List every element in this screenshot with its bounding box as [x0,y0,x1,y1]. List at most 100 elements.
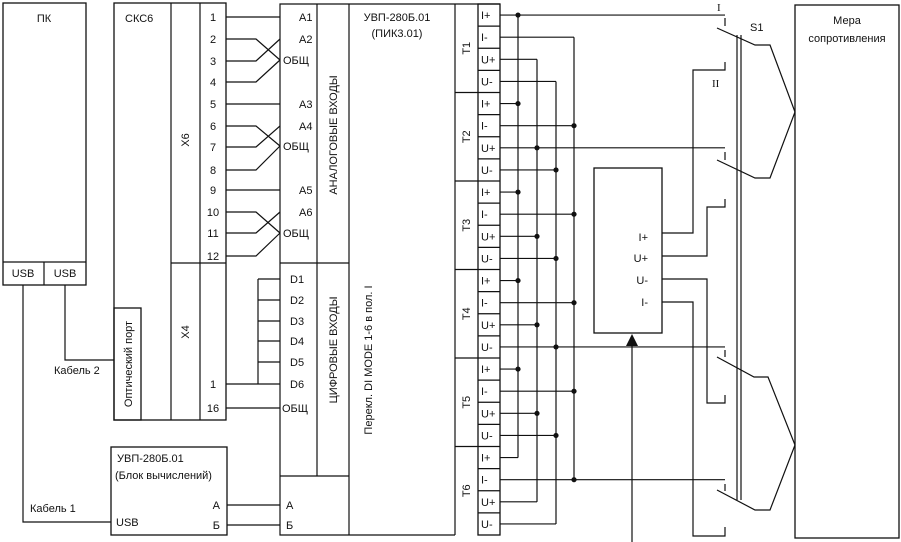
x4-pin: 16 [207,403,219,415]
x6-pin: 11 [207,228,218,240]
switch-s1: I II S1 [712,2,796,511]
terminal-t6-U-: U- [481,519,493,531]
analog-inputs-label: АНАЛОГОВЫЕ ВХОДЫ [328,75,340,194]
terminal-t2-I+: I+ [481,99,490,111]
terminal-t1-I-: I- [481,32,488,44]
resistance-title-2: сопротивления [808,33,885,45]
digital-input-label: D2 [290,295,304,307]
junction-dot [571,123,577,129]
calc-subtitle: (Блок вычислений) [115,470,212,482]
x6-pin: 12 [207,251,219,263]
switch-position-2: II [712,78,720,90]
cables: Кабель 1 Кабель 2 [22,285,114,523]
digital-input-label: D1 [290,274,304,286]
junction-dot [534,410,540,416]
calc-title: УВП-280Б.01 [117,453,184,465]
junction-dot [571,388,577,394]
uvp-main-block: УВП-280Б.01 (ПИК3.01) АНАЛОГОВЫЕ ВХОДЫ Ц… [279,3,501,536]
calc-port-a: А [213,500,221,512]
x6-pin: 1 [210,12,216,24]
junction-dot [515,277,521,284]
switch-name: S1 [750,22,763,34]
junction-dot [571,300,577,306]
cable-1-label: Кабель 1 [30,503,76,515]
x6-pin: 10 [207,207,219,219]
terminal-t5-I+: I+ [481,364,490,376]
channel-label-t3: T3 [461,219,473,232]
uvp-main-title: УВП-280Б.01 [364,12,431,24]
junction-dot [534,322,540,328]
optical-port-label: Оптический порт [123,321,135,407]
x6-pin: 2 [210,34,216,46]
meter-u-minus: U- [636,275,648,287]
channel-label-t4: T4 [461,307,473,320]
digital-inputs-label: ЦИФРОВЫЕ ВХОДЫ [328,297,340,404]
x6-pin: 5 [210,99,216,111]
analog-wiring [226,16,281,257]
terminal-t4-U+: U+ [481,320,495,332]
channel-label-t1: T1 [461,42,473,55]
arrow-up-icon [626,334,638,346]
terminal-t3-U+: U+ [481,231,495,243]
x6-pin: 4 [210,77,216,89]
meter-u-plus: U+ [634,253,648,265]
analog-input-label: ОБЩ [283,141,309,153]
junction-dot [515,12,521,18]
terminal-t5-U-: U- [481,430,493,442]
junction-dot [553,432,559,439]
terminal-t6-U+: U+ [481,497,495,509]
terminal-t3-I+: I+ [481,187,490,199]
meter-i-minus: I- [641,297,648,309]
channel-label-t6: T6 [461,484,473,497]
resistance-title-1: Мера [833,15,862,27]
terminal-t5-U+: U+ [481,408,495,420]
junction-dot [553,344,559,350]
junction-dot [571,477,577,483]
terminal-t2-U-: U- [481,165,493,177]
digital-input-label: D5 [290,357,304,369]
digital-wiring [226,278,280,526]
analog-input-label: A2 [299,34,312,46]
analog-input-label: ОБЩ [283,55,309,67]
meter-i-plus: I+ [639,232,648,244]
pc-usb-port-1: USB [12,268,35,280]
terminal-t2-U+: U+ [481,143,495,155]
pc-usb-port-2: USB [54,268,77,280]
terminal-t3-I-: I- [481,209,488,221]
x6-pin: 3 [210,56,216,68]
switch-position-1: I [717,2,721,14]
analog-input-label: A6 [299,207,312,219]
terminal-t4-I+: I+ [481,276,490,288]
pc-title: ПК [37,13,52,25]
x6-pin: 9 [210,185,216,197]
sks6-title: СКС6 [125,13,153,25]
digital-input-label: D4 [290,336,304,348]
calc-port-b: Б [213,520,220,532]
terminal-buses [500,12,725,525]
analog-input-label: A5 [299,185,312,197]
junction-dot [553,255,559,262]
terminal-t2-I-: I- [481,121,488,133]
junction-dot [515,189,521,195]
terminal-t5-I-: I- [481,386,488,398]
uvp-main-subtitle: (ПИК3.01) [372,28,423,40]
junction-dot [515,100,521,107]
junction-dot [534,233,540,239]
channel-label-t5: T5 [461,396,473,409]
digital-input-label: D3 [290,316,304,328]
switch-note: Перекл. DI MODE 1-6 в пол. I [363,285,375,434]
sks6-block: СКС6 Х6 Х4 Оптический порт 1234567891011… [113,2,227,421]
cable-2-label: Кабель 2 [54,365,100,377]
analog-input-label: A1 [299,12,312,24]
x6-pin: 7 [210,142,216,154]
terminal-t6-I-: I- [481,475,488,487]
terminal-t4-U-: U- [481,342,493,354]
junction-dot [553,167,559,173]
uvp-calc-block: УВП-280Б.01 (Блок вычислений) А Б USB [110,446,228,536]
terminal-t1-U-: U- [481,76,493,88]
junction-dot [571,211,577,217]
measuring-instrument: I+ U+ U- I- [593,62,726,542]
terminal-t1-I+: I+ [481,10,490,22]
x6-pin: 6 [210,121,216,133]
terminal-t1-U+: U+ [481,54,495,66]
